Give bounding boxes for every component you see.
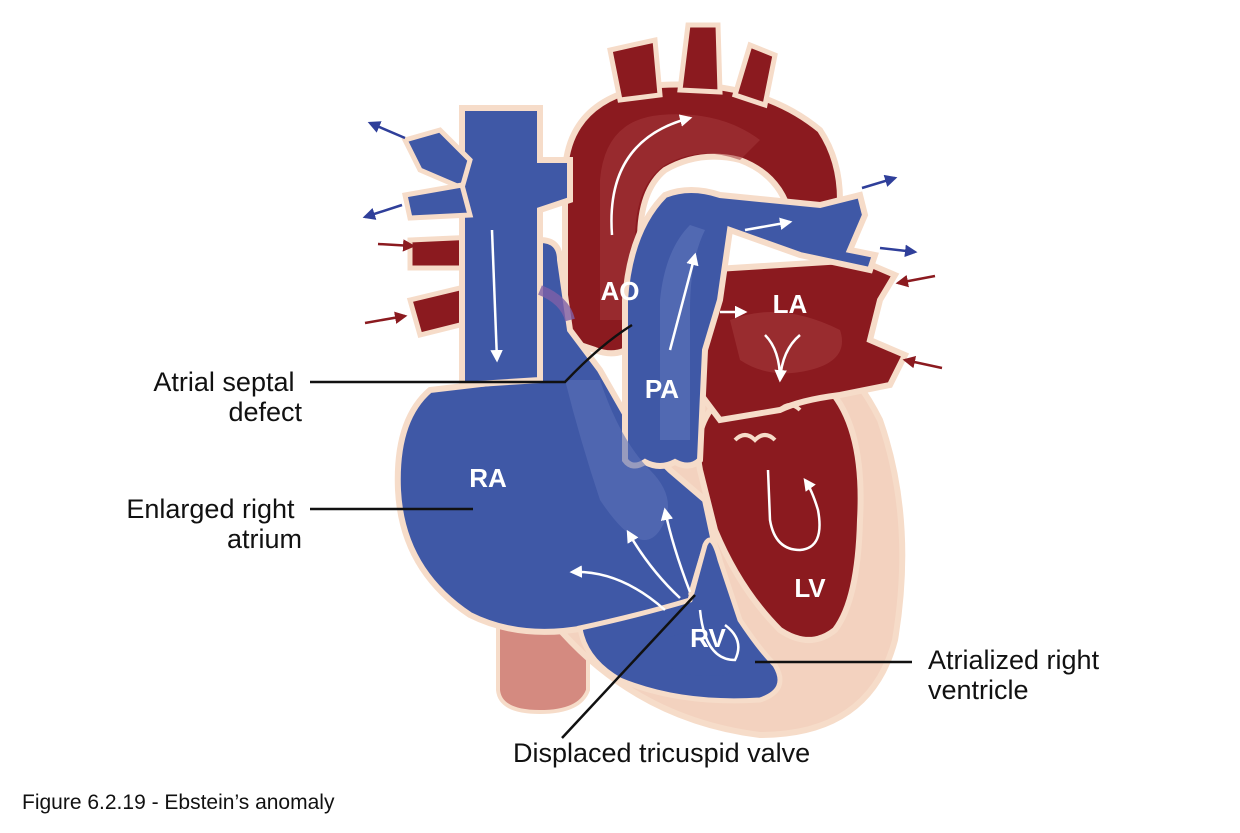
flow-arrow-pa-up [668,252,699,351]
arrow-pv-in-lower [364,311,408,325]
aortic-branch-1 [607,36,663,103]
aortic-branch-2 [677,22,723,95]
flow-arrow-ra-up-2 [660,507,692,593]
arrow-svc-out-lower [362,203,403,220]
flow-arrow-ra-left [569,565,666,611]
superior-vena-cava [459,105,573,389]
flow-arrow-svc [490,229,503,363]
arrow-pv-right-upper [895,274,936,288]
svc-branch-lower [402,182,474,221]
flow-arrow-aortic-arch [610,114,693,236]
leader-atrial-septal-defect [310,323,633,384]
arrow-pv-in-upper [377,239,416,252]
pulmonary-artery-shade [660,225,705,440]
flow-arrow-rv-loop [698,609,740,662]
label-displaced-tricuspid-valve: Displaced tricuspid valve [513,738,810,768]
svc-branch-upper [401,127,473,192]
chamber-label-lv: LV [794,573,826,603]
flow-arrow-ra-up-1 [626,529,681,599]
aortic-branch-3 [731,41,778,109]
chamber-label-ao: AO [601,276,640,306]
right-ventricle-shade [660,632,741,676]
leader-displaced-tricuspid-valve [561,594,696,739]
flow-arrow-la-down [764,334,801,380]
arrow-svc-out-upper [367,121,406,140]
arrow-pa-out-upper [861,174,898,190]
chamber-label-rv: RV [690,623,726,653]
arrow-pa-out-lower [879,244,918,258]
atrial-septal-defect-marker [538,285,575,322]
chamber-label-ra: RA [469,463,507,493]
chamber-label-la: LA [773,289,808,319]
septal-region-shade [565,380,668,540]
label-atrialized-right-ventricle: Atrialized right ventricle [928,645,1107,705]
chamber-label-pa: PA [645,374,679,404]
aorta-inner-shade [600,114,760,321]
tricuspid-valve-leaflet [688,544,707,596]
left-atrium-shade [730,312,842,374]
arrow-pv-right-lower [902,356,943,370]
mitral-valve-leaflets [733,403,802,443]
figure-caption: Figure 6.2.19 - Ebstein’s anomaly [22,791,335,814]
flow-arrow-pa-branch [744,217,793,232]
label-atrial-septal-defect: Atrial septal defect [153,367,302,427]
flow-arrow-lv-loop [766,469,821,552]
label-enlarged-right-atrium: Enlarged right atrium [126,494,302,554]
